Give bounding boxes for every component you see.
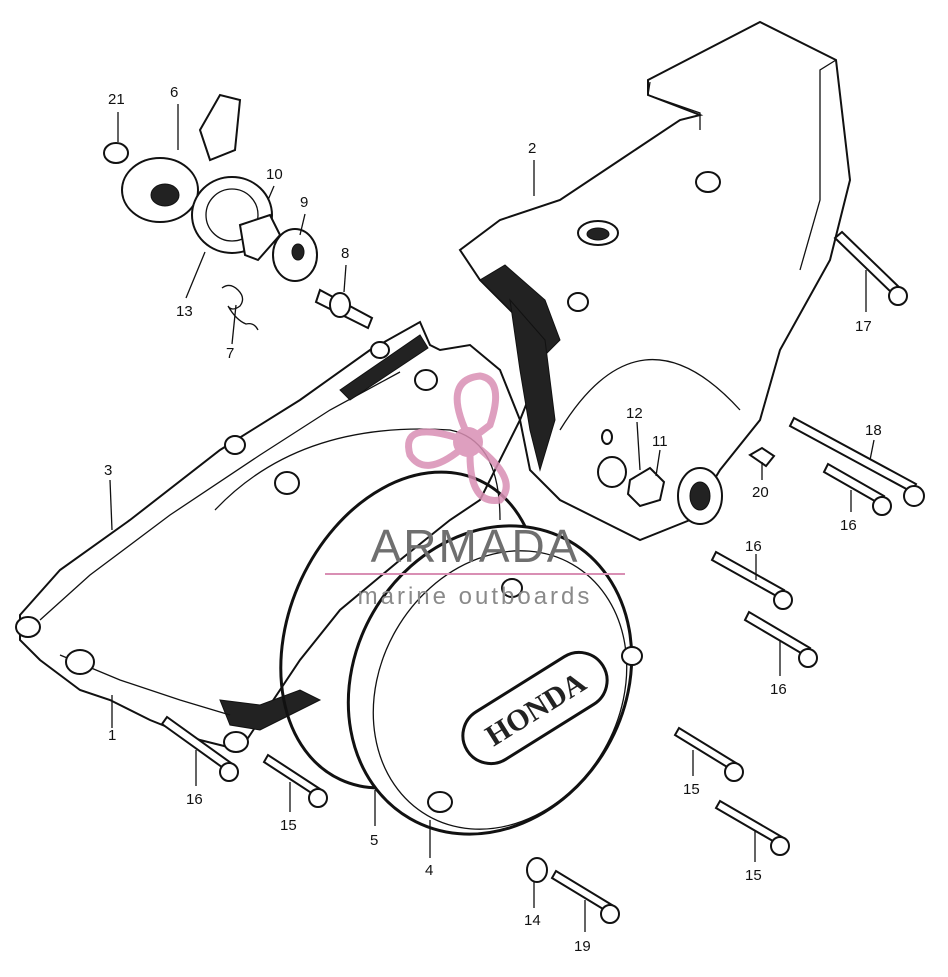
part-1-3-left-cover bbox=[15, 320, 522, 753]
callout-labels: 21 6 10 9 8 13 7 2 17 12 11 18 20 16 16 … bbox=[104, 84, 882, 955]
part-21-cap bbox=[103, 142, 129, 164]
callout-21: 21 bbox=[108, 91, 125, 108]
callout-15-b: 15 bbox=[683, 781, 700, 798]
watermark-tagline: marine outboards bbox=[358, 583, 593, 610]
callout-16-d: 16 bbox=[186, 791, 203, 808]
callout-15-c: 15 bbox=[745, 867, 762, 884]
callout-16-c: 16 bbox=[770, 681, 787, 698]
callout-13: 13 bbox=[176, 303, 193, 320]
callout-5: 5 bbox=[370, 832, 378, 849]
part-12-ring bbox=[601, 429, 613, 445]
part-7-spring bbox=[221, 284, 259, 331]
callout-9: 9 bbox=[300, 194, 308, 211]
callout-20: 20 bbox=[752, 484, 769, 501]
callout-12: 12 bbox=[626, 405, 643, 422]
callout-19: 19 bbox=[574, 938, 591, 955]
watermark: ARMADA marine outboards bbox=[325, 372, 625, 610]
part-11-nut bbox=[626, 466, 666, 508]
callout-7: 7 bbox=[226, 345, 234, 362]
screws bbox=[160, 230, 925, 924]
part-15-screw-b bbox=[673, 726, 738, 772]
part-15-screw-a bbox=[262, 753, 322, 798]
part-16-screw-b bbox=[710, 550, 786, 600]
part-20-plug bbox=[748, 446, 776, 468]
upper-left-assembly bbox=[103, 93, 374, 331]
callout-16-a: 16 bbox=[840, 517, 857, 534]
callout-3: 3 bbox=[104, 462, 112, 479]
callout-1: 1 bbox=[108, 727, 116, 744]
callout-15-a: 15 bbox=[280, 817, 297, 834]
callout-2: 2 bbox=[528, 140, 536, 157]
callout-14: 14 bbox=[524, 912, 541, 929]
part-9-plate bbox=[238, 213, 282, 262]
part-14-washer bbox=[526, 857, 548, 883]
propeller-logo-icon bbox=[405, 372, 510, 504]
watermark-brand: ARMADA bbox=[371, 520, 580, 572]
callout-17: 17 bbox=[855, 318, 872, 335]
part-12-washer bbox=[597, 456, 627, 488]
leader-lines bbox=[109, 104, 875, 932]
callout-4: 4 bbox=[425, 862, 433, 879]
part-18-bolt bbox=[788, 416, 918, 494]
part-19-screw bbox=[550, 869, 614, 914]
part-15-screw-c bbox=[714, 799, 784, 846]
part-16-screw-a bbox=[822, 462, 886, 506]
part-2-rear-cover bbox=[458, 20, 852, 542]
callout-16-b: 16 bbox=[745, 538, 762, 555]
part-4-round-cover: HONDA bbox=[346, 524, 643, 836]
callout-18: 18 bbox=[865, 422, 882, 439]
part-16-screw-c bbox=[743, 610, 812, 658]
callout-8: 8 bbox=[341, 245, 349, 262]
callout-11: 11 bbox=[652, 433, 668, 450]
callout-6: 6 bbox=[170, 84, 178, 101]
part-17-screw bbox=[833, 230, 904, 298]
callout-10: 10 bbox=[266, 166, 283, 183]
